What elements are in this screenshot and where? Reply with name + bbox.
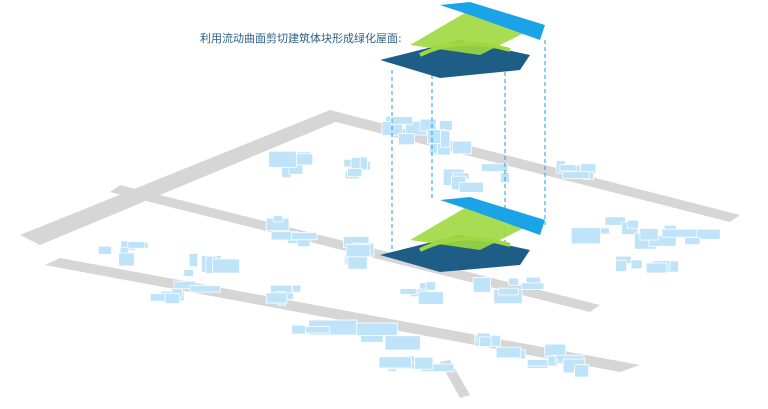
- building-block: [604, 216, 626, 226]
- building-block: [290, 232, 318, 241]
- building-block: [661, 228, 697, 238]
- building-block: [164, 292, 181, 305]
- building-block: [417, 291, 444, 305]
- building-block: [378, 356, 412, 369]
- building-block: [347, 255, 368, 270]
- building-block: [428, 143, 438, 154]
- building-block: [384, 335, 421, 351]
- building-block: [189, 285, 222, 293]
- building-block: [481, 163, 509, 172]
- building-block: [440, 130, 451, 148]
- building-block: [398, 133, 415, 146]
- building-block: [645, 262, 668, 274]
- building-block: [272, 215, 284, 223]
- building-block: [292, 284, 302, 293]
- building-block: [291, 324, 306, 335]
- green-roof-lower: [380, 197, 545, 272]
- building-block: [520, 282, 545, 290]
- building-block: [425, 281, 437, 291]
- building-block: [630, 259, 643, 270]
- building-block: [570, 227, 601, 245]
- building-blocks: [97, 115, 721, 378]
- building-block: [390, 116, 413, 125]
- building-block: [268, 150, 297, 168]
- building-block: [497, 287, 519, 296]
- diagram-caption: 利用流动曲面剪切建筑体块形成绿化屋面:: [200, 32, 402, 45]
- building-block: [356, 322, 398, 336]
- building-block: [188, 253, 199, 268]
- building-block: [265, 292, 288, 304]
- building-block: [118, 252, 135, 267]
- building-block: [479, 336, 492, 348]
- building-block: [345, 243, 371, 258]
- building-block: [627, 219, 639, 229]
- building-block: [127, 241, 146, 249]
- building-block: [547, 355, 557, 367]
- building-block: [544, 343, 567, 358]
- building-block: [347, 168, 363, 178]
- building-block: [508, 277, 520, 286]
- building-block: [495, 346, 522, 359]
- building-block: [472, 276, 491, 293]
- green-roof-upper: [380, 2, 545, 78]
- building-block: [559, 164, 577, 172]
- building-block: [399, 288, 417, 295]
- building-block: [439, 120, 453, 131]
- building-block: [97, 245, 112, 255]
- building-block: [452, 140, 473, 155]
- building-block: [526, 359, 559, 367]
- building-block: [414, 356, 434, 370]
- building-block: [561, 171, 590, 179]
- building-block: [458, 181, 484, 193]
- building-block: [574, 364, 590, 378]
- building-block: [615, 259, 628, 272]
- building-block: [173, 280, 197, 290]
- building-block: [212, 258, 240, 274]
- building-block: [684, 237, 701, 245]
- building-block: [639, 228, 659, 241]
- building-block: [183, 269, 194, 277]
